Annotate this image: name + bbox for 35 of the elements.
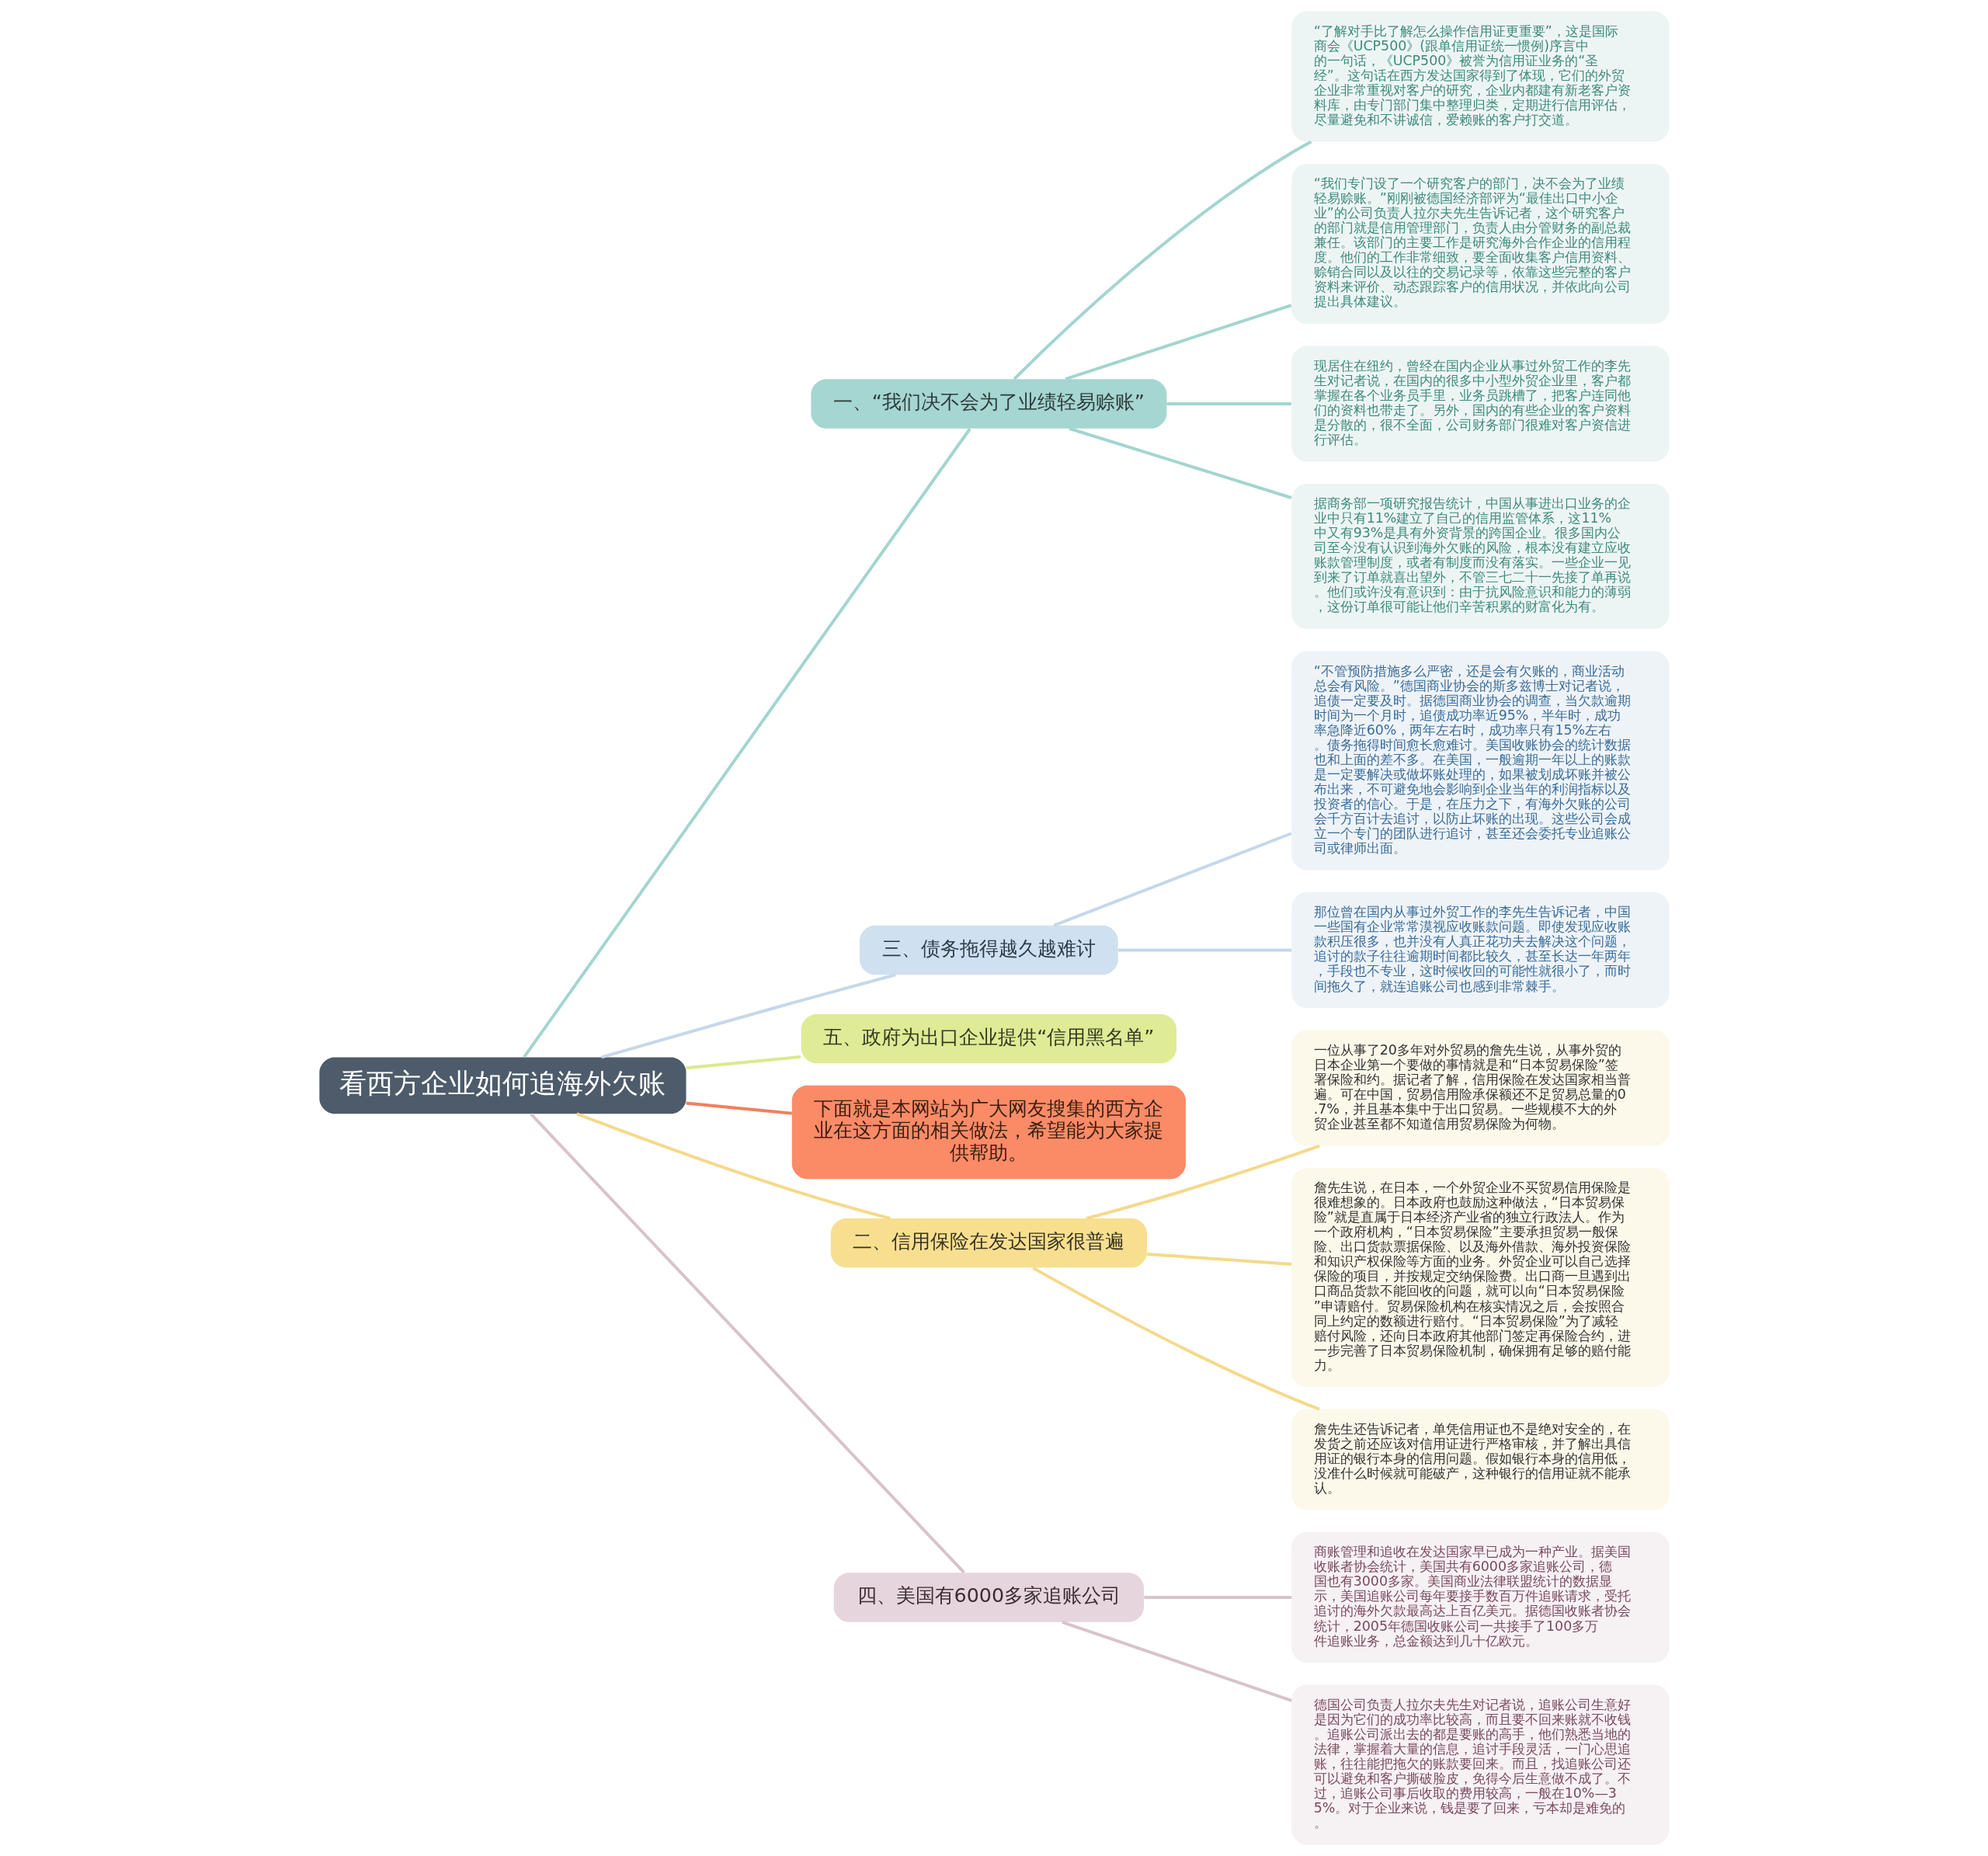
- connector: [1146, 1252, 1291, 1266]
- connector: [1031, 1266, 1320, 1411]
- node-box: 四、美国有6000多家追账公司: [833, 1573, 1144, 1622]
- connector: [600, 973, 896, 1059]
- connector: [1053, 832, 1291, 927]
- connector: [1061, 1620, 1292, 1702]
- connector: [1064, 304, 1291, 381]
- connector: [1117, 948, 1291, 952]
- node-box: 据商务部一项研究报告统计，中国从事进出口业务的企业中只有11%建立了自己的信用监管体系，这11%中又有93%是具有外资背景的跨国企业。很多国内公司至今没有认识到海外欠账的风险，根本没有建立应收账款管理制度，或者有制度而没有落实。一些企业一见到来了订单就喜出望外，不管三七二十一先接了单再说。他们或许没有意识到：由于抗风险意识和能力的薄弱，这份订单很可能让他们辛苦积累的财富化为有。: [1291, 483, 1670, 629]
- connector: [1143, 1596, 1291, 1599]
- connector: [685, 1101, 792, 1115]
- node-box: 一、“我们决不会为了业绩轻易赊账”: [810, 379, 1166, 429]
- node-box: 商账管理和追收在发达国家早已成为一种产业。据美国收账者协会统计，美国共有6000多家追账公司，德国也有3000多家。美国商业法律联盟统计的数据显示，美国追账公司每年要接手数百万件追账请求，受托追讨的海外欠款最高达上百亿美元。据德国收账者协会统计，2005年德国收账公司一共接手了100多万件追账业务，总金额达到几十亿欧元。: [1291, 1532, 1670, 1663]
- node-box: “我们专门设了一个研究客户的部门，决不会为了业绩轻易赊账。”刚刚被德国经济部评为“最佳出口中小企业”的公司负责人拉尔夫先生告诉记者，这个研究客户的部门就是信用管理部门，负责人由分管财务的副总裁兼任。该部门的主要工作是研究海外合作企业的信用程度。他们的工作非常细致，要全面收集客户信用资料、赊销合同以及以往的交易记录等，依靠这些完整的客户资料来评价、动态跟踪客户的信用状况，并依此向公司提出具体建议。: [1291, 163, 1670, 324]
- connector: [1013, 140, 1312, 381]
- node-box: 一位从事了20多年对外贸易的詹先生说，从事外贸的日本企业第一个要做的事情就是和“日本贸易保险”签署保险和约。据记者了解，信用保险在发达国家相当普遍。可在中国，贸易信用险承保额还不足贸易总量的0.7%，并且基本集中于出口贸易。一些规模不大的外贸企业甚至都不知道信用贸易保险为何物。: [1291, 1030, 1670, 1146]
- node-box: 詹先生还告诉记者，单凭信用证也不是绝对安全的，在发货之前还应该对信用证进行严格审核，并了解出具信用证的银行本身的信用问题。假如银行本身的信用低，没准什么时候就可能破产，这种银行的信用证就不能承认。: [1291, 1409, 1670, 1510]
- node-box: 现居住在纽约，曾经在国内企业从事过外贸工作的李先生对记者说，在国内的很多中小型外贸企业里，客户都掌握在各个业务员手里，业务员跳槽了，把客户连同他们的资料也带走了。另外，国内的有些企业的客户资料是分散的，很不全面，公司财务部门很难对客户资信进行评估。: [1291, 346, 1670, 462]
- connector: [1166, 401, 1291, 405]
- connector: [575, 1112, 891, 1220]
- connector: [529, 1113, 965, 1574]
- node-box: 二、信用保险在发达国家很普遍: [830, 1218, 1147, 1268]
- node-box: 看西方企业如何追海外欠账: [318, 1057, 686, 1114]
- node-box: “了解对手比了解怎么操作信用证更重要”，这是国际商会《UCP500》(跟单信用证统一惯例)序言中的一句话，《UCP500》被誉为信用证业务的“圣经”。这句话在西方发达国家得到了体现，它们的外贸企业非常重视对客户的研究，企业内都建有新老客户资料库，由专门部门集中整理归类，定期进行信用评估，尽量避免和不讲诚信，爱赖账的客户打交道。: [1291, 11, 1670, 142]
- node-box: 詹先生说，在日本，一个外贸企业不买贸易信用保险是很难想象的。日本政府也鼓励这种做法，“日本贸易保险”就是直属于日本经济产业省的独立行政法人。作为一个政府机构，“日本贸易保险”主要承担贸易一般保险、出口货款票据保险、以及海外借款、海外投资保险和知识产权保险等方面的业务。外贸企业可以自己选择保险的项目，并按规定交纳保险费。出口商一旦遇到出口商品货款不能回收的问题，就可以向“日本贸易保险”申请赔付。贸易保险机构在核实情况之后，会按照合同上约定的数额进行赔付。“日本贸易保险”为了减轻赔付风险，还向日本政府其他部门签定再保险合约，进一步完善了日本贸易保险机制，确保拥有足够的赔付能力。: [1291, 1168, 1670, 1388]
- connector: [522, 427, 971, 1058]
- node-box: “不管预防措施多么严密，还是会有欠账的，商业活动总会有风险。”德国商业协会的斯多兹博士对记者说，追债一定要及时。据德国商业协会的调查，当欠款逾期时间为一个月时，追债成功率近95%，半年时，成功率急降近60%，两年左右时，成功率只有15%左右。债务拖得时间愈长愈难讨。美国收账协会的统计数据也和上面的差不多。在美国，一般逾期一年以上的账款是一定要解决或做坏账处理的，如果被划成坏账并被公布出来，不可避免地会影响到企业当年的利润指标以及投资者的信心。于是，在压力之下，有海外欠账的公司会千方百计去追讨，以防止坏账的出现。这些公司会成立一个专门的团队进行追讨，甚至还会委托专业追账公司或律师出面。: [1291, 651, 1670, 871]
- node-box: 五、政府为出口企业提供“信用黑名单”: [801, 1013, 1176, 1064]
- connector: [1086, 1144, 1320, 1220]
- node-box: 德国公司负责人拉尔夫先生对记者说，追账公司生意好是因为它们的成功率比较高，而且要不回来账就不收钱。追账公司派出去的都是要账的高手，他们熟悉当地的法律，掌握着大量的信息，追讨手段灵活，一门心思追账，往往能把拖欠的账款要回来。而且，找追账公司还可以避免和客户撕破脸皮，免得今后生意做不成了。不过，追账公司事后收取的费用较高，一般在10%—35%。对于企业来说，钱是要了回来，亏本却是难免的。: [1291, 1684, 1670, 1845]
- node-box: 下面就是本网站为广大网友搜集的西方企业在这方面的相关做法，希望能为大家提供帮助。: [791, 1085, 1186, 1180]
- connector: [685, 1055, 801, 1070]
- node-box: 那位曾在国内从事过外贸工作的李先生告诉记者，中国一些国有企业常常漠视应收账款问题。即使发现应收账款积压很多，也并没有人真正花功夫去解决这个问题，追讨的款子往往逾期时间都比较久，甚至长达一年两年，手段也不专业，这时候收回的可能性就很小了，而时间拖久了，就连追账公司也感到非常棘手。: [1291, 892, 1670, 1008]
- connector: [1068, 426, 1292, 499]
- node-box: 三、债务拖得越久越难讨: [859, 925, 1118, 975]
